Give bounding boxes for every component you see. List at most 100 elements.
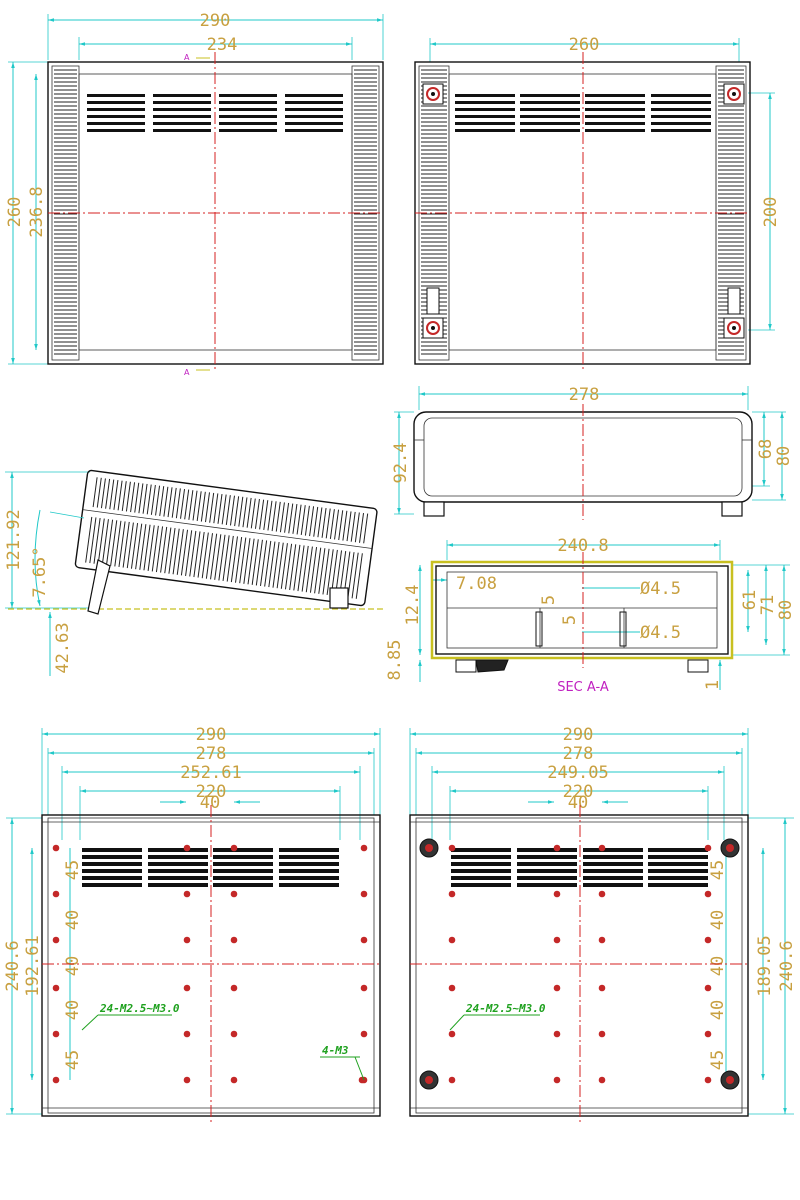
fin-line	[196, 491, 202, 522]
fin-line	[347, 552, 355, 598]
section-mark-bottom: A	[184, 368, 190, 377]
fin-line	[239, 537, 247, 584]
fin-line	[180, 529, 189, 576]
fin-line	[259, 499, 265, 530]
fin-line	[151, 525, 159, 572]
mount-hole	[704, 1076, 712, 1084]
dim-h1: 240.6	[3, 940, 23, 991]
dim-w5: 40	[568, 793, 588, 813]
vent-slot	[279, 848, 339, 852]
fin-line	[146, 484, 152, 515]
dim-gap-top: 5	[539, 595, 559, 605]
dim-w3: 252.61	[180, 763, 241, 783]
fin-line	[176, 529, 184, 575]
fin-line	[189, 530, 197, 577]
mount-hole	[183, 1030, 191, 1038]
dim-s1: 45	[63, 860, 83, 880]
vent-slot	[82, 855, 142, 859]
mount-hole	[360, 984, 368, 992]
vent-slot	[82, 862, 142, 866]
mount-hole	[553, 984, 561, 992]
vent-slot	[285, 115, 343, 118]
vent-slot	[648, 883, 708, 887]
dim-w5: 40	[200, 793, 220, 813]
fin-line	[185, 530, 193, 576]
mount-hole	[230, 936, 238, 944]
vent-slots	[87, 94, 343, 132]
vent-slot	[451, 862, 511, 866]
dim-inner-width: 234	[207, 35, 238, 55]
fin-line	[242, 497, 248, 528]
mount-hole	[704, 1030, 712, 1038]
view-front: 278 92.4 68 80	[391, 385, 794, 520]
fin-line	[135, 523, 143, 570]
mount-hole	[230, 844, 238, 852]
dim-width: 260	[569, 35, 600, 55]
fin-line	[292, 504, 298, 534]
fin-line	[280, 543, 288, 589]
fin-line	[259, 540, 268, 587]
mount-hole	[52, 844, 60, 852]
vent-slot	[153, 94, 211, 97]
mount-hole	[52, 890, 60, 898]
vent-slot	[520, 108, 580, 111]
mount-hole	[553, 890, 561, 898]
fin-line	[150, 485, 156, 515]
foot-icon	[419, 838, 740, 1090]
mount-hole	[704, 984, 712, 992]
mount-hole	[553, 936, 561, 944]
dim-h2: 240.6	[777, 940, 797, 991]
vent-slot	[585, 122, 645, 125]
dim-height: 200	[761, 197, 781, 228]
vent-slot	[651, 115, 711, 118]
vent-slot	[285, 129, 343, 132]
fin-line	[363, 513, 369, 544]
fin-line	[188, 490, 194, 520]
fin-line	[350, 511, 356, 542]
mount-hole	[553, 1030, 561, 1038]
dim-r1: 61	[740, 590, 760, 610]
fin-line	[167, 487, 173, 518]
vent-slot	[651, 129, 711, 132]
vent-slot	[153, 129, 211, 132]
vent-slot	[520, 94, 580, 97]
vent-slot	[517, 876, 577, 880]
dim-wall: 7.08	[456, 574, 497, 594]
vent-slot	[585, 108, 645, 111]
fin-line	[100, 478, 106, 509]
mount-hole	[704, 844, 712, 852]
vent-slot	[583, 876, 643, 880]
fin-line	[322, 548, 330, 595]
dim-s4: 40	[708, 1000, 728, 1020]
dim-height: 92.4	[391, 443, 411, 484]
fin-line	[279, 502, 285, 533]
fin-line	[147, 525, 155, 571]
fin-line	[105, 478, 111, 509]
dim-s1: 45	[708, 860, 728, 880]
dim-s3: 40	[708, 956, 728, 976]
vent-slot	[87, 94, 145, 97]
fin-line	[142, 483, 148, 514]
mount-hole	[598, 984, 606, 992]
vent-slot	[279, 855, 339, 859]
fin-line	[222, 535, 230, 582]
fin-line	[184, 489, 190, 520]
fin-line	[272, 542, 280, 588]
dim-left-h: 12.4	[403, 585, 423, 626]
fin-line	[96, 477, 102, 508]
dim-angle: 7.65°	[30, 546, 50, 597]
vent-slot	[279, 862, 339, 866]
vent-slot	[213, 848, 273, 852]
dim-s5: 45	[63, 1050, 83, 1070]
dim-s2: 40	[708, 910, 728, 930]
dim-inner-width: 240.8	[557, 536, 608, 556]
fin-line	[117, 480, 123, 511]
fin-line	[225, 495, 231, 525]
mount-hole	[598, 844, 606, 852]
mount-hole	[598, 1030, 606, 1038]
note-holes: 24-M2.5~M3.0	[465, 1002, 546, 1015]
fin-line	[217, 493, 223, 524]
fin-line	[288, 503, 294, 534]
mount-hole	[183, 844, 191, 852]
fin-line	[139, 524, 147, 570]
